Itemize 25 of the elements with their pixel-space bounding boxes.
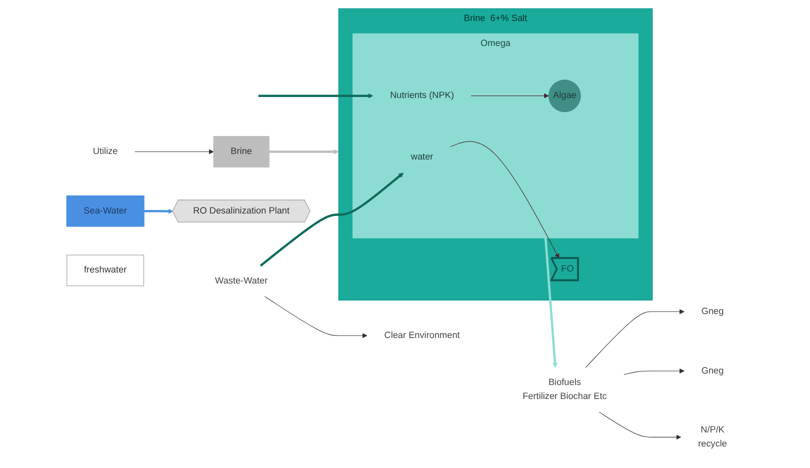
arrow xyxy=(134,149,214,154)
arrow xyxy=(258,93,373,98)
arrow xyxy=(144,208,173,214)
arrow xyxy=(260,172,404,267)
arrow xyxy=(264,296,367,338)
node-text: Utilize xyxy=(92,146,118,156)
arrow xyxy=(598,412,681,440)
node-text: Nutrients (NPK) xyxy=(390,90,454,100)
node-text: Clear Environment xyxy=(384,330,460,340)
node-box: freshwater xyxy=(66,254,144,286)
arrow xyxy=(544,238,558,368)
arrow xyxy=(584,309,684,368)
node-circle: Algae xyxy=(548,80,581,112)
node-text: Gneg xyxy=(701,366,724,376)
arrow xyxy=(450,141,559,259)
node-text: Waste-Water xyxy=(214,276,268,286)
arrow xyxy=(470,93,549,98)
arrow xyxy=(268,149,338,154)
node-box: Sea-Water xyxy=(66,195,144,227)
node-text: Gneg xyxy=(701,306,724,316)
arrow xyxy=(623,368,684,375)
node-text: Biofuels Fertilizer Biochar Etc xyxy=(522,378,606,402)
node-box: Brine xyxy=(212,136,270,168)
node-text: water xyxy=(410,152,433,162)
node-text: N/P/K recycle xyxy=(698,425,727,449)
